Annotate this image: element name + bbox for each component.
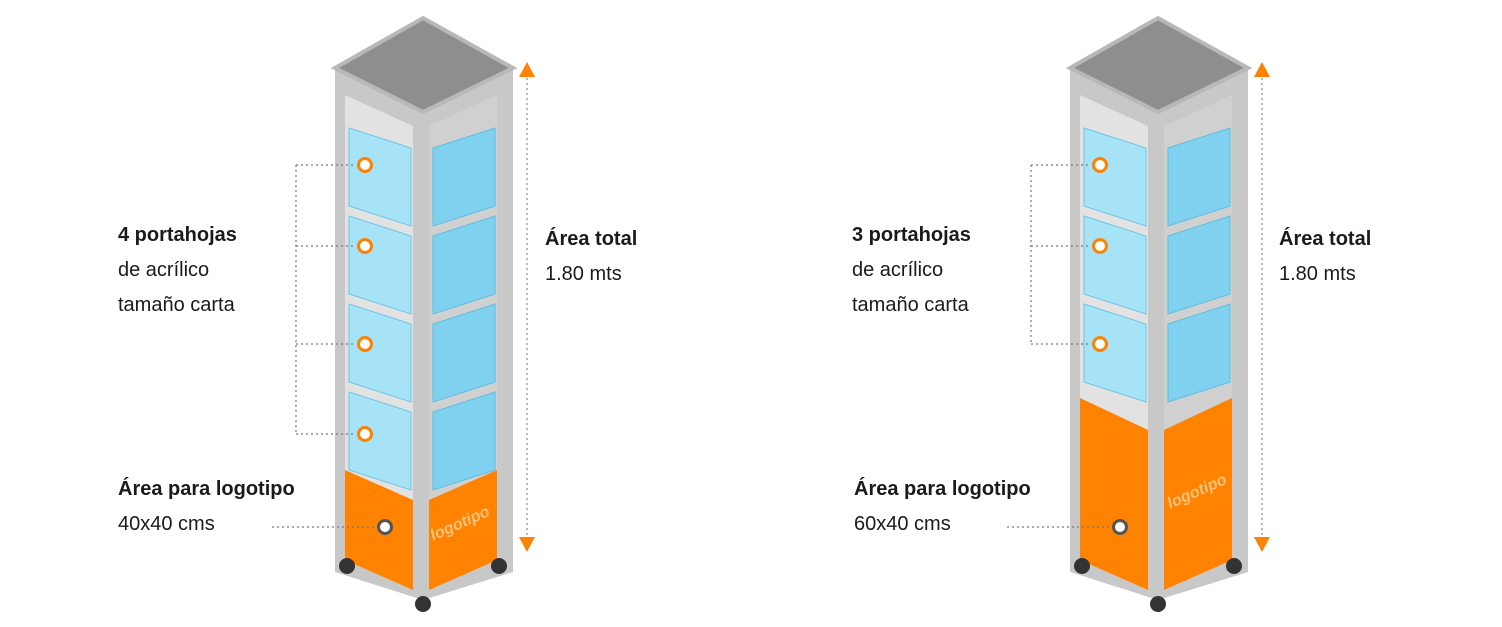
holder-panel xyxy=(1167,303,1231,403)
display-stand-3-holders: logotipo 3 portahojas de acrílico tamaño… xyxy=(735,0,1486,627)
holder-panel xyxy=(348,391,412,491)
logo-area-label: Área para logotipo 40x40 cms xyxy=(118,472,295,542)
holders-label: 4 portahojas de acrílico tamaño carta xyxy=(118,218,237,323)
logo-area-title: Área para logotipo xyxy=(118,478,295,500)
total-area-label: Área total 1.80 mts xyxy=(545,222,637,292)
holders-count: 4 portahojas xyxy=(118,224,237,246)
logo-area-side xyxy=(429,470,497,590)
holders-side xyxy=(432,127,496,491)
holder-markers xyxy=(357,157,373,442)
total-area-title: Área total xyxy=(1279,228,1372,250)
marker xyxy=(357,157,373,173)
height-arrow xyxy=(519,62,535,552)
holder-panel xyxy=(432,391,496,491)
holders-size: tamaño carta xyxy=(118,294,235,316)
wheel xyxy=(1226,558,1242,574)
logo-area-title: Área para logotipo xyxy=(854,478,1031,500)
wheel xyxy=(415,596,431,612)
logo-area-size: 40x40 cms xyxy=(118,513,215,535)
holder-panel xyxy=(348,127,412,227)
holder-panel xyxy=(1083,127,1147,227)
wheel xyxy=(491,558,507,574)
holders-label: 3 portahojas de acrílico tamaño carta xyxy=(852,218,971,323)
stand-illustration-left: logotipo xyxy=(272,15,535,612)
holders-front xyxy=(1083,127,1147,403)
height-arrow xyxy=(1254,62,1270,552)
holder-panel xyxy=(432,127,496,227)
holders-side xyxy=(1167,127,1231,403)
holders-count: 3 portahojas xyxy=(852,224,971,246)
marker xyxy=(357,238,373,254)
holder-panel xyxy=(1167,127,1231,227)
tower-top xyxy=(330,15,518,115)
logo-area-side xyxy=(1164,398,1232,590)
holders-material: de acrílico xyxy=(852,259,944,281)
wheel xyxy=(1074,558,1090,574)
logo-area-front xyxy=(1080,398,1148,590)
marker xyxy=(1092,238,1108,254)
wheel xyxy=(1150,596,1166,612)
marker xyxy=(1092,336,1108,352)
holder-panel xyxy=(432,303,496,403)
holder-panel xyxy=(1167,215,1231,315)
total-area-value: 1.80 mts xyxy=(545,263,622,285)
holder-markers xyxy=(1092,157,1108,352)
total-area-value: 1.80 mts xyxy=(1279,263,1356,285)
display-stand-4-holders: logotipo 4 portahojas de xyxy=(118,15,637,612)
marker xyxy=(357,336,373,352)
leader-lines xyxy=(1007,164,1113,528)
leader-lines xyxy=(272,164,378,528)
holder-panel xyxy=(348,303,412,403)
stand-illustration-right: logotipo xyxy=(1007,15,1270,612)
marker xyxy=(357,426,373,442)
logo-area-size: 60x40 cms xyxy=(854,513,951,535)
wheel xyxy=(339,558,355,574)
logo-marker xyxy=(1112,519,1128,535)
marker xyxy=(1092,157,1108,173)
holder-panel xyxy=(432,215,496,315)
logo-marker xyxy=(377,519,393,535)
holders-material: de acrílico xyxy=(118,259,210,281)
holder-panel xyxy=(1083,303,1147,403)
logo-area-label: Área para logotipo 60x40 cms xyxy=(854,472,1031,542)
tower-top xyxy=(1065,15,1253,115)
total-area-title: Área total xyxy=(545,228,638,250)
total-area-label: Área total 1.80 mts xyxy=(1279,222,1371,292)
holders-size: tamaño carta xyxy=(852,294,969,316)
